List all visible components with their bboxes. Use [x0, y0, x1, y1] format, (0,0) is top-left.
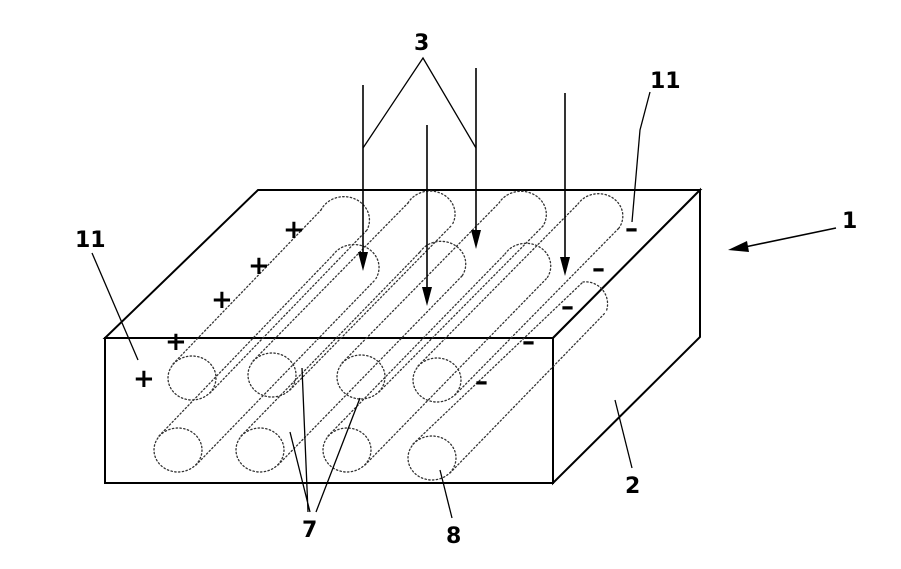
leader-electrode-right [631, 91, 651, 223]
radiation-arrow-3 [471, 68, 481, 249]
reference-labels: 3 11 1 11 2 7 8 [75, 31, 857, 549]
label-body: 2 [625, 474, 640, 499]
radiation-arrow-2 [422, 125, 432, 306]
minus-sign: – [561, 292, 574, 322]
leader-body [614, 399, 633, 469]
label-channels: 7 [302, 518, 317, 543]
plus-sign: + [211, 285, 233, 315]
channel-upper-4 [412, 193, 624, 403]
label-channel-end: 8 [446, 524, 461, 549]
minus-sign: – [475, 367, 488, 397]
leader-lines [91, 56, 837, 519]
leader-radiation [362, 56, 477, 149]
leader-electrode-left [91, 252, 139, 361]
label-electrode-left: 11 [75, 228, 106, 253]
channel-upper-2 [247, 190, 456, 398]
plus-sign: + [248, 251, 270, 281]
minus-sign: – [522, 327, 535, 357]
positive-signs: + + + + + [133, 215, 305, 394]
channel-upper-1 [167, 196, 371, 401]
minus-sign: – [592, 254, 605, 284]
label-electrode-right: 11 [650, 69, 681, 94]
channel-upper-3 [336, 190, 547, 400]
channel-lower-2 [235, 240, 467, 473]
label-radiation: 3 [414, 31, 429, 56]
plus-sign: + [133, 364, 155, 394]
plus-sign: + [165, 327, 187, 357]
negative-signs: – – – – – [475, 214, 638, 397]
channel-group [153, 190, 624, 481]
leader-channel-end [439, 469, 453, 519]
block-body [102, 187, 703, 486]
minus-sign: – [625, 214, 638, 244]
radiation-arrows [358, 68, 570, 306]
block-front-face [104, 337, 554, 484]
leader-channels [289, 367, 361, 513]
label-device: 1 [842, 209, 857, 234]
radiation-arrow-1 [358, 85, 368, 271]
channel-lower-4 [407, 281, 609, 481]
channel-lower-1 [153, 243, 380, 473]
plus-sign: + [283, 215, 305, 245]
device-pointer-arrow [728, 227, 837, 252]
radiation-arrow-4 [560, 93, 570, 276]
